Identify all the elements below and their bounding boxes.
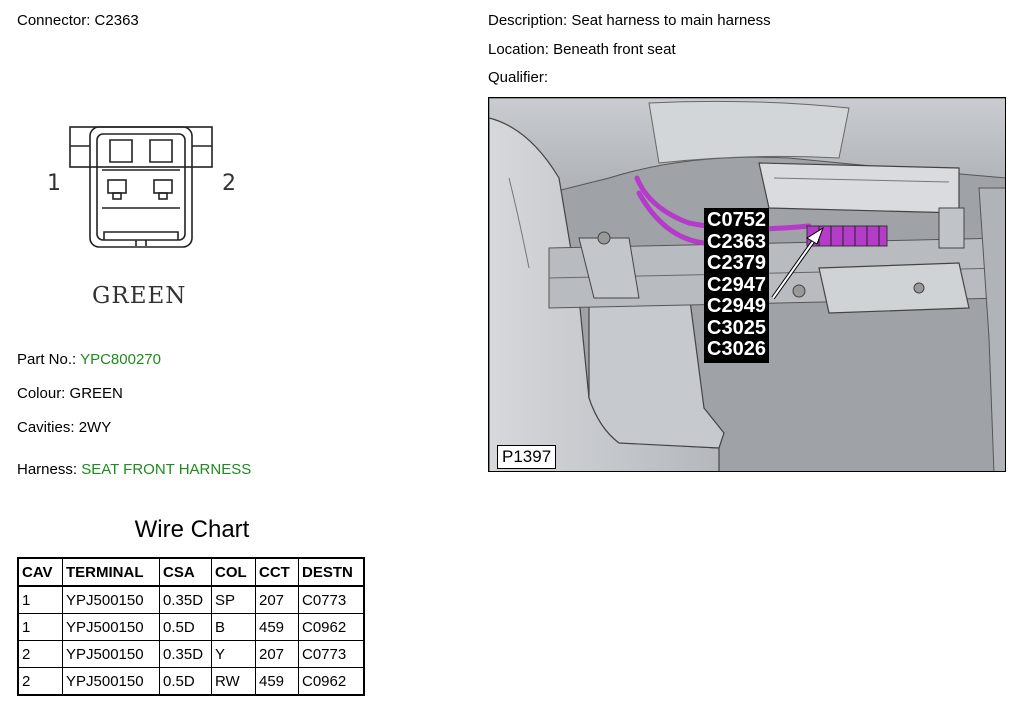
cell-csa: 0.5D <box>159 667 212 696</box>
cell-cct: 207 <box>255 585 299 614</box>
callout-connector: C2949 <box>707 295 766 317</box>
callout-connector: C2379 <box>707 252 766 274</box>
part-number: Part No.: YPC800270 <box>17 351 161 368</box>
pin-number-right: 2 <box>222 171 236 196</box>
cell-cct: 459 <box>255 667 299 696</box>
description-value: Seat harness to main harness <box>571 12 771 29</box>
connector-face-diagram <box>69 126 213 248</box>
location: Location: Beneath front seat <box>488 41 676 58</box>
cell-col: B <box>211 613 256 641</box>
part-number-label: Part No.: <box>17 351 77 368</box>
cell-terminal: YPJ500150 <box>62 585 160 614</box>
callout-connector: C3026 <box>707 338 766 360</box>
wire-chart-title: Wire Chart <box>134 516 250 543</box>
pin-number-left: 1 <box>47 171 61 196</box>
callout-connector: C2947 <box>707 273 766 296</box>
cavities-value: 2WY <box>78 419 112 436</box>
header-terminal: TERMINAL <box>62 557 160 587</box>
cell-cav: 2 <box>17 667 63 696</box>
harness: Harness: SEAT FRONT HARNESS <box>17 461 251 478</box>
cell-csa: 0.35D <box>159 585 212 614</box>
cell-destn: C0962 <box>298 613 365 641</box>
colour-value: GREEN <box>69 385 123 402</box>
description: Description: Seat harness to main harnes… <box>488 12 771 29</box>
location-illustration: C0752 C2363 C2379 C2947 C2949 C3025 C302… <box>488 97 1006 472</box>
colour-label: Colour: <box>17 385 66 402</box>
connector-callout-list: C0752 C2363 C2379 C2947 C2949 C3025 C302… <box>704 208 769 363</box>
cell-destn: C0773 <box>298 640 365 668</box>
cavities: Cavities: 2WY <box>17 419 111 436</box>
header-col: COL <box>211 557 256 587</box>
table-row: 2 YPJ500150 0.35D Y 207 C0773 <box>17 640 365 668</box>
wire-chart-table: CAV TERMINAL CSA COL CCT DESTN 1 YPJ5001… <box>17 557 365 696</box>
colour: Colour: GREEN <box>17 385 123 402</box>
wire-chart-header-row: CAV TERMINAL CSA COL CCT DESTN <box>17 557 365 587</box>
cavities-label: Cavities: <box>17 419 75 436</box>
connector-color-caption: GREEN <box>92 283 187 309</box>
cell-cct: 459 <box>255 613 299 641</box>
cell-terminal: YPJ500150 <box>62 613 160 641</box>
cell-terminal: YPJ500150 <box>62 667 160 696</box>
cell-cct: 207 <box>255 640 299 668</box>
cell-cav: 2 <box>17 640 63 668</box>
header-cav: CAV <box>17 557 63 587</box>
table-row: 1 YPJ500150 0.5D B 459 C0962 <box>17 613 365 641</box>
callout-connector: C3025 <box>707 316 766 339</box>
image-reference-badge: P1397 <box>497 445 557 469</box>
qualifier-label: Qualifier: <box>488 69 549 86</box>
callout-connector: C0752 <box>707 209 766 231</box>
location-value: Beneath front seat <box>553 41 676 58</box>
header-destn: DESTN <box>298 557 365 587</box>
table-row: 2 YPJ500150 0.5D RW 459 C0962 <box>17 667 365 696</box>
cell-terminal: YPJ500150 <box>62 640 160 668</box>
location-label: Location: <box>488 41 549 58</box>
header-cct: CCT <box>255 557 299 587</box>
harness-label: Harness: <box>17 461 78 478</box>
callout-connector: C2363 <box>707 230 766 253</box>
cell-col: RW <box>211 667 256 696</box>
connector-label: Connector: <box>17 12 91 29</box>
cell-destn: C0962 <box>298 667 365 696</box>
cell-cav: 1 <box>17 585 63 614</box>
part-number-link[interactable]: YPC800270 <box>80 351 161 368</box>
cell-col: Y <box>211 640 256 668</box>
cell-csa: 0.5D <box>159 613 212 641</box>
cell-cav: 1 <box>17 613 63 641</box>
qualifier: Qualifier: <box>488 69 548 86</box>
connector-value: C2363 <box>94 12 139 29</box>
cell-col: SP <box>211 585 256 614</box>
connector-id: Connector: C2363 <box>17 12 139 29</box>
harness-link[interactable]: SEAT FRONT HARNESS <box>81 461 252 478</box>
cell-destn: C0773 <box>298 585 365 614</box>
table-row: 1 YPJ500150 0.35D SP 207 C0773 <box>17 585 365 614</box>
description-label: Description: <box>488 12 568 29</box>
header-csa: CSA <box>159 557 212 587</box>
cell-csa: 0.35D <box>159 640 212 668</box>
